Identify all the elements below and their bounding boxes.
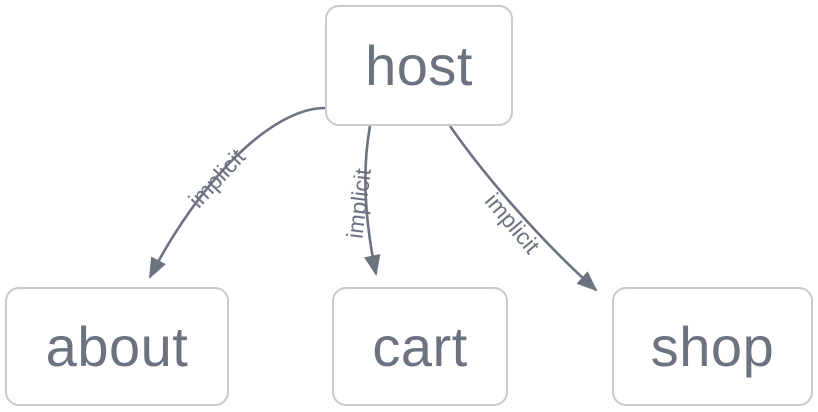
node-cart-label: cart bbox=[372, 314, 468, 378]
edge-host-shop bbox=[448, 125, 598, 292]
node-about[interactable]: about bbox=[5, 287, 229, 406]
node-cart[interactable]: cart bbox=[332, 287, 508, 406]
node-about-label: about bbox=[45, 314, 189, 378]
node-host[interactable]: host bbox=[325, 5, 513, 126]
node-host-label: host bbox=[365, 33, 473, 97]
node-shop-label: shop bbox=[650, 314, 775, 378]
node-shop[interactable]: shop bbox=[612, 287, 813, 406]
edge-host-about bbox=[148, 106, 326, 279]
edge-host-cart bbox=[364, 125, 381, 277]
